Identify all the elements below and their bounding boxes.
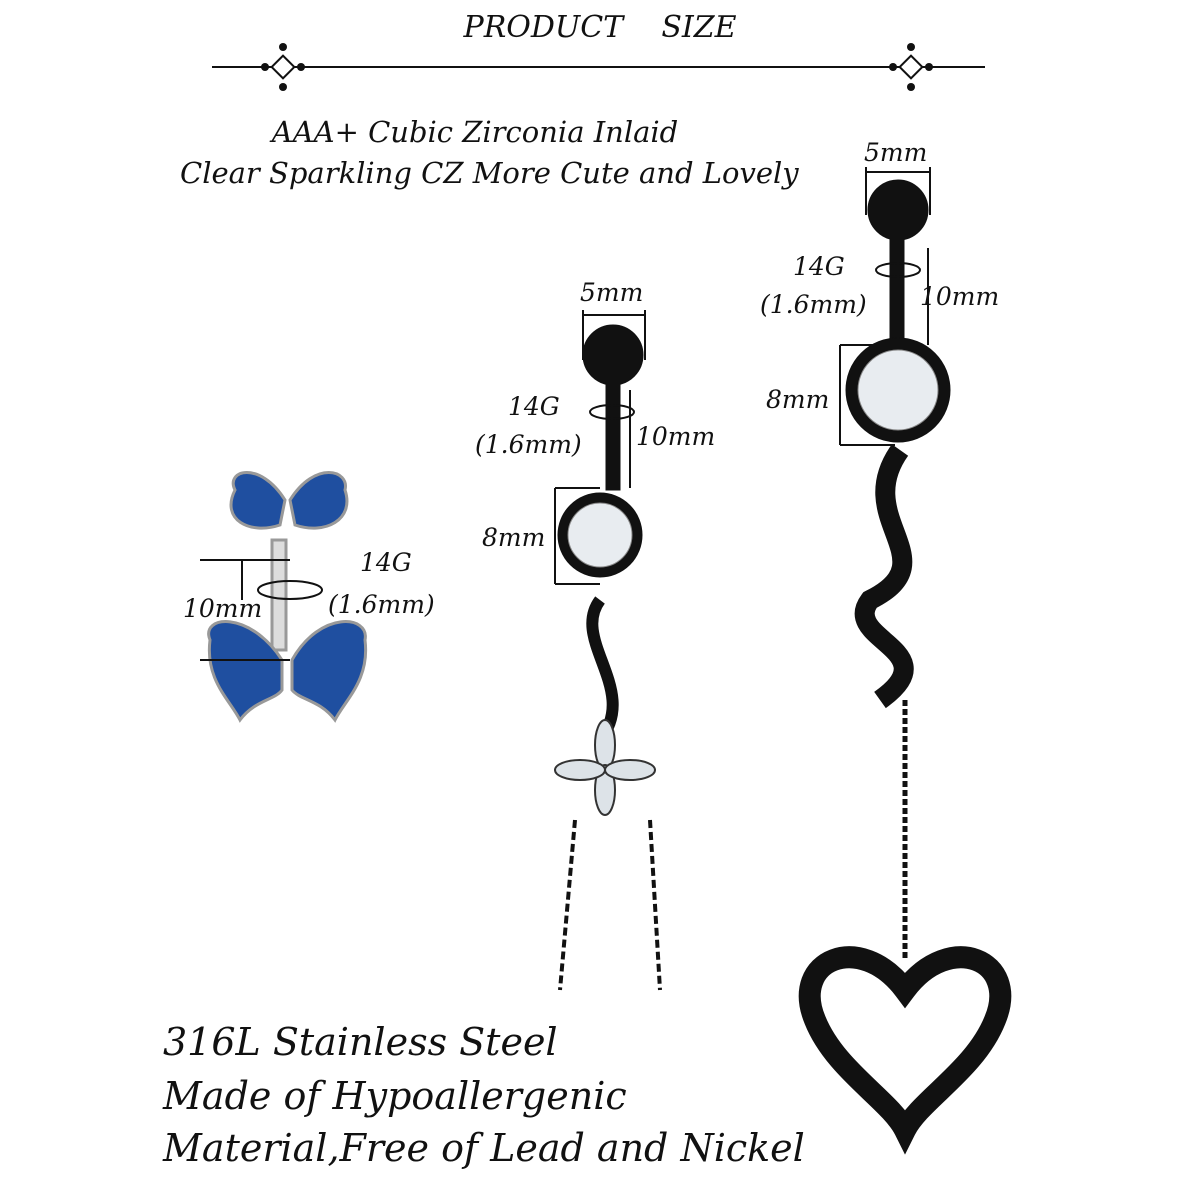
butterfly-length: 10mm — [183, 594, 263, 623]
middle-gauge-mm: (1.6mm) — [475, 430, 582, 459]
right-length: 10mm — [920, 282, 1000, 311]
right-gauge-mm: (1.6mm) — [760, 290, 867, 319]
right-dimension-lines — [839, 167, 931, 446]
middle-ball-size: 5mm — [580, 278, 644, 307]
butterfly-jewelry — [207, 471, 368, 723]
tagline-line-2: Clear Sparkling CZ More Cute and Lovely — [180, 156, 799, 190]
ornament-left-icon — [261, 43, 305, 91]
ornament-right-icon — [889, 43, 933, 91]
tagline-line-1: AAA+ Cubic Zirconia Inlaid — [271, 115, 679, 149]
butterfly-gauge-mm: (1.6mm) — [328, 590, 435, 619]
butterfly-gauge: 14G — [360, 548, 412, 577]
right-ball-size: 5mm — [864, 138, 928, 167]
feature-line-1: 316L Stainless Steel — [163, 1020, 558, 1064]
feature-line-2: Made of Hypoallergenic — [163, 1074, 627, 1118]
right-gem-size: 8mm — [766, 385, 830, 414]
middle-gauge: 14G — [508, 392, 560, 421]
middle-dimension-lines — [554, 310, 646, 585]
butterfly-dimension-lines — [200, 559, 323, 661]
feature-line-3: Material,Free of Lead and Nickel — [163, 1126, 805, 1170]
middle-jewelry — [554, 324, 662, 991]
page-title: PRODUCT SIZE — [463, 10, 737, 45]
middle-length: 10mm — [636, 422, 716, 451]
right-jewelry — [798, 179, 1012, 1155]
right-gauge: 14G — [793, 252, 845, 281]
middle-gem-size: 8mm — [482, 523, 546, 552]
